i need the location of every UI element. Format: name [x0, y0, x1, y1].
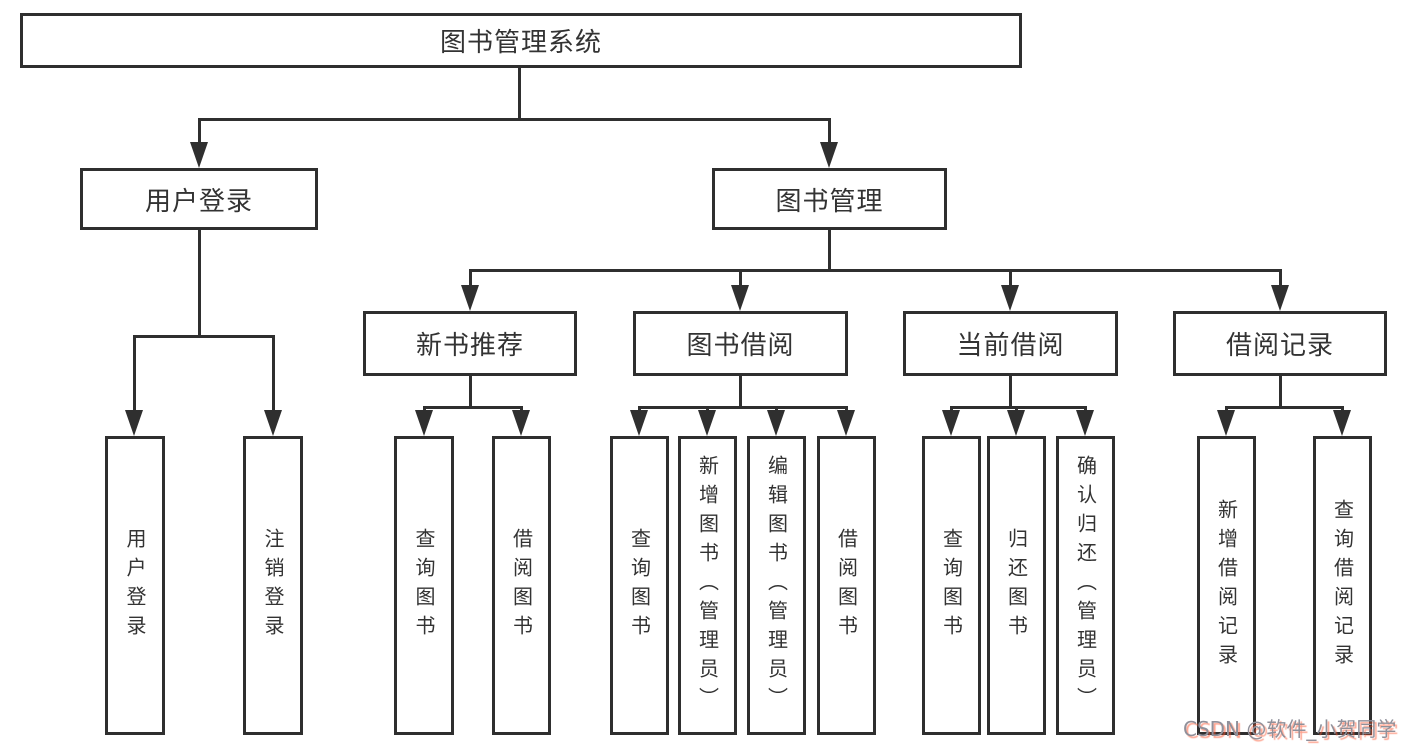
arrow-down-icon — [837, 410, 855, 436]
arrow-down-icon — [942, 410, 960, 436]
arrow-down-icon — [698, 410, 716, 436]
connector-recommend-stem — [469, 376, 472, 409]
connector-current-bar — [950, 406, 1087, 409]
connector-drop-user-login — [198, 118, 201, 148]
connector-drop-book-borrow — [739, 269, 742, 289]
connector-records-stem — [1279, 376, 1282, 409]
leaf-confirm-return-admin: 确认归还（管理员） — [1056, 436, 1115, 735]
connector-management-stem — [828, 230, 831, 272]
arrow-down-icon — [512, 410, 530, 436]
arrow-down-icon — [125, 410, 143, 436]
arrow-down-icon — [1007, 410, 1025, 436]
node-book-management: 图书管理 — [712, 168, 947, 230]
leaf-query-books: 查询图书 — [610, 436, 669, 735]
connector-root-stem — [518, 68, 521, 118]
node-book-borrow: 图书借阅 — [633, 311, 848, 376]
arrow-down-icon — [731, 285, 749, 311]
connector-drop-book-management — [828, 118, 831, 148]
leaf-query-books: 查询图书 — [922, 436, 981, 735]
leaf-user-login: 用户登录 — [105, 436, 165, 735]
leaf-borrow-books: 借阅图书 — [492, 436, 551, 735]
connector-management-bar — [469, 269, 1282, 272]
arrow-down-icon — [1076, 410, 1094, 436]
node-new-book-recommend: 新书推荐 — [363, 311, 577, 376]
arrow-down-icon — [820, 142, 838, 168]
arrow-down-icon — [1001, 285, 1019, 311]
leaf-logout: 注销登录 — [243, 436, 303, 735]
node-user-login: 用户登录 — [80, 168, 318, 230]
connector-current-stem — [1009, 376, 1012, 409]
node-library-management-system: 图书管理系统 — [20, 13, 1022, 68]
leaf-add-books-admin: 新增图书（管理员） — [678, 436, 737, 735]
connector-drop-borrow-records — [1279, 269, 1282, 289]
leaf-borrow-books: 借阅图书 — [817, 436, 876, 735]
connector-borrow-bar — [638, 406, 848, 409]
leaf-add-borrow-record: 新增借阅记录 — [1197, 436, 1256, 735]
connector-borrow-stem — [739, 376, 742, 409]
arrow-down-icon — [461, 285, 479, 311]
node-borrow-records: 借阅记录 — [1173, 311, 1387, 376]
leaf-return-books: 归还图书 — [987, 436, 1046, 735]
arrow-down-icon — [264, 410, 282, 436]
connector-login-bar — [133, 335, 275, 338]
arrow-down-icon — [415, 410, 433, 436]
connector-drop-leaf — [272, 335, 275, 415]
leaf-edit-books-admin: 编辑图书（管理员） — [747, 436, 806, 735]
connector-records-bar — [1225, 406, 1344, 409]
arrow-down-icon — [1271, 285, 1289, 311]
connector-login-stem — [198, 230, 201, 338]
connector-drop-current-borrow — [1009, 269, 1012, 289]
arrow-down-icon — [630, 410, 648, 436]
connector-drop-leaf — [133, 335, 136, 415]
arrow-down-icon — [767, 410, 785, 436]
connector-recommend-bar — [423, 406, 523, 409]
connector-drop-new-book — [469, 269, 472, 289]
leaf-query-borrow-record: 查询借阅记录 — [1313, 436, 1372, 735]
node-current-borrow: 当前借阅 — [903, 311, 1118, 376]
arrow-down-icon — [1217, 410, 1235, 436]
connector-root-bar — [198, 118, 831, 121]
leaf-query-books: 查询图书 — [394, 436, 454, 735]
arrow-down-icon — [190, 142, 208, 168]
arrow-down-icon — [1333, 410, 1351, 436]
csdn-watermark: CSDN @软件_小贺同学 — [1183, 717, 1397, 741]
